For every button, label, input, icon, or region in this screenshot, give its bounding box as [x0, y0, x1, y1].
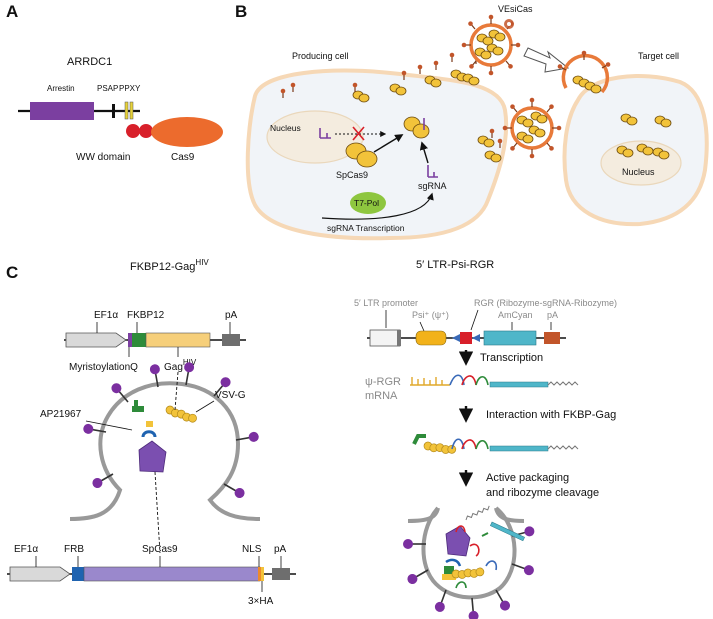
spcas9-molecule [356, 150, 378, 168]
nucleus-label-producing: Nucleus [270, 123, 301, 133]
panel-a-letter: A [6, 2, 18, 21]
pa-block-right [544, 332, 560, 344]
arrestin-domain [30, 102, 94, 120]
ppxy-label: PPXY [119, 84, 141, 93]
panel-b: B Nucleus SpCas9 sgRNA T7-Pol sgRNA Tran… [235, 2, 709, 241]
spcas9-block [83, 566, 261, 582]
transcription-arrow [321, 192, 434, 220]
pa-block-bottom [272, 568, 290, 580]
psap-label: PSAP [97, 84, 118, 93]
entering-vesicle [561, 53, 610, 94]
ef1a-label-bottom: EF1α [14, 544, 38, 555]
pa-label-right: pA [547, 310, 558, 320]
psi-rgr-label: ψ-RGR [365, 376, 401, 388]
producing-nucleus [266, 110, 364, 164]
packaged-cas9 [445, 525, 471, 557]
t7-pol-shape [350, 192, 386, 214]
step1-label: Transcription [480, 352, 543, 364]
nls-block [258, 567, 261, 581]
budding-membrane-left [69, 381, 261, 521]
vsvg-label: VSV-G [215, 390, 246, 401]
ha-block [261, 567, 264, 581]
rgr-block [460, 332, 472, 344]
ww-domain-label: WW domain [76, 152, 130, 163]
packaged-vesicle [421, 506, 517, 600]
ap21967-molecule [146, 421, 153, 427]
fkbp-gag-rna-complex [412, 434, 579, 456]
ef1a-label-top: EF1α [94, 310, 118, 321]
ww-domain-2 [139, 124, 153, 138]
transfer-arrow [523, 47, 570, 73]
amcyan-block [483, 330, 537, 346]
ltr-promoter-block [369, 329, 401, 347]
3xha-label: 3×HA [248, 596, 274, 607]
cas9-label: Cas9 [171, 152, 195, 163]
pa-block-top [222, 334, 240, 346]
fkbp-gag-title: FKBP12-GagHIV [130, 258, 209, 273]
mrna-label: mRNA [365, 390, 398, 402]
vesicas-vesicle-top [461, 14, 521, 76]
block-x-icon [352, 126, 365, 141]
amcyan-label: AmCyan [498, 310, 533, 320]
vesicas-label: VEsiCas [498, 4, 533, 14]
cas9-shape [151, 117, 223, 147]
sgrna-label: sgRNA [418, 181, 447, 191]
spcas9-label-b: SpCas9 [336, 170, 368, 180]
gag-block [145, 332, 211, 348]
gag-polymer [164, 404, 199, 425]
sgrna-icon [427, 165, 438, 178]
step3-label-line1: Active packaging [486, 472, 569, 484]
ef1a-promoter-top [65, 332, 127, 348]
fkbp-on-gag [134, 400, 138, 410]
pa-label-top: pA [225, 310, 238, 321]
psi-label: Psi⁺ (ψ⁺) [412, 310, 449, 320]
producing-cell-label: Producing cell [292, 51, 349, 61]
ltr-promoter-label: 5′ LTR promoter [354, 298, 418, 308]
pa-label-bottom: pA [274, 544, 287, 555]
ef1a-promoter-bottom [9, 566, 71, 582]
nls-label: NLS [242, 544, 262, 555]
ap21967-label: AP21967 [40, 409, 82, 420]
panel-b-letter: B [235, 2, 247, 21]
dna-icon [319, 128, 331, 139]
assembly-arrow-1 [373, 134, 404, 153]
t7-pol-label: T7-Pol [354, 198, 379, 208]
ppxy-motif-2 [129, 101, 134, 120]
rgr-label: RGR (Ribozyme-sgRNA-Ribozyme) [474, 298, 617, 308]
target-cell-label: Target cell [638, 51, 679, 61]
frb-label: FRB [64, 544, 84, 555]
fkbp12-block [132, 333, 146, 347]
released-amcyan-rna [489, 521, 525, 542]
sgrna-transcription-label: sgRNA Transcription [327, 223, 405, 233]
frb-domain [141, 430, 157, 438]
panel-c: C FKBP12-GagHIV EF1α FKBP12 pA Myristoyl… [6, 258, 617, 619]
panel-c-letter: C [6, 263, 18, 282]
psi-rgr-mrna [410, 374, 579, 388]
vesicas-icon-small [504, 19, 514, 29]
ww-domain-1 [126, 124, 140, 138]
arrdc1-label: ARRDC1 [67, 56, 112, 68]
spcas9-sgrna-complex [412, 123, 430, 139]
psi-block [415, 330, 447, 346]
arrestin-label: Arrestin [47, 84, 75, 93]
spcas9-in-vesicle [138, 440, 167, 473]
vesicas-vesicle-mid [502, 97, 562, 159]
nucleus-label-target: Nucleus [622, 167, 655, 177]
fkbp12-label: FKBP12 [127, 310, 165, 321]
ltr-psi-rgr-title: 5′ LTR-Psi-RGR [416, 259, 494, 271]
assembly-arrow-2 [419, 141, 429, 164]
frb-block [72, 567, 84, 581]
psap-motif [112, 104, 115, 118]
panel-a: A ARRDC1 Arrestin PSAP PPXY WW domain Ca… [6, 2, 223, 163]
step3-label-line2: and ribozyme cleavage [486, 487, 599, 499]
spcas9-label-c: SpCas9 [142, 544, 178, 555]
myristoylation-block [128, 333, 132, 347]
myristoylation-label: MyristoylationQ [69, 362, 138, 373]
ppxy-motif-1 [124, 101, 129, 120]
step2-label: Interaction with FKBP-Gag [486, 409, 616, 421]
